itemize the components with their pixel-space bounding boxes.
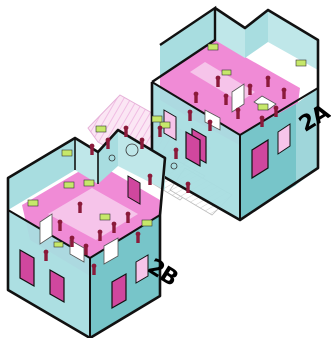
module-2b — [8, 130, 165, 338]
